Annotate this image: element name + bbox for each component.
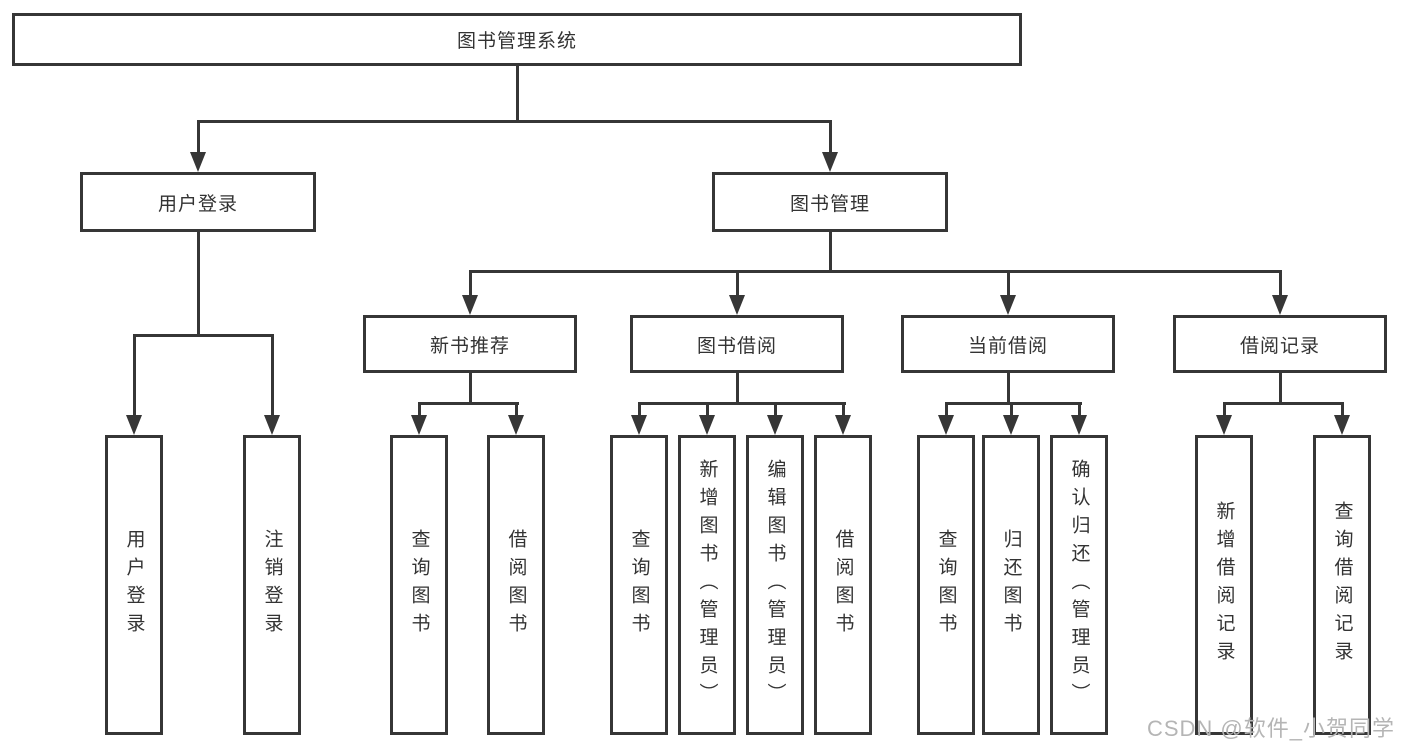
- arrowhead-down-icon: [729, 295, 745, 315]
- connector-line: [1341, 402, 1344, 418]
- node-current-borrow: 当前借阅: [901, 315, 1115, 373]
- leaf-records-query-record: 查询借阅记录: [1313, 435, 1371, 735]
- connector-line: [469, 270, 1282, 273]
- connector-line: [197, 120, 200, 154]
- connector-line: [945, 402, 948, 418]
- node-book-management-label: 图书管理: [789, 193, 870, 215]
- arrowhead-down-icon: [462, 295, 478, 315]
- leaf-current-confirm-return-admin-label: 确认归还（管理员）: [1068, 459, 1090, 711]
- arrowhead-down-icon: [631, 415, 647, 435]
- connector-line: [1078, 402, 1081, 418]
- leaf-recommend-borrow-books: 借阅图书: [487, 435, 545, 735]
- leaf-user-login-label: 用户登录: [123, 529, 145, 641]
- connector-line: [829, 232, 832, 273]
- connector-line: [469, 373, 472, 405]
- leaf-user-login: 用户登录: [105, 435, 163, 735]
- connector-line: [1007, 270, 1010, 298]
- leaf-current-confirm-return-admin: 确认归还（管理员）: [1050, 435, 1108, 735]
- leaf-borrow-query-books-label: 查询图书: [628, 529, 650, 641]
- connector-line: [197, 120, 832, 123]
- connector-line: [1223, 402, 1344, 405]
- leaf-records-query-record-label: 查询借阅记录: [1331, 501, 1353, 669]
- connector-line: [736, 270, 739, 298]
- connector-line: [469, 270, 472, 298]
- connector-line: [774, 402, 777, 418]
- leaf-current-query-books: 查询图书: [917, 435, 975, 735]
- connector-line: [945, 402, 1082, 405]
- connector-line: [133, 334, 136, 418]
- leaf-current-query-books-label: 查询图书: [935, 529, 957, 641]
- connector-line: [638, 402, 846, 405]
- node-borrow-records: 借阅记录: [1173, 315, 1387, 373]
- connector-line: [516, 66, 519, 122]
- arrowhead-down-icon: [1003, 415, 1019, 435]
- node-user-login-label: 用户登录: [157, 193, 238, 215]
- arrowhead-down-icon: [767, 415, 783, 435]
- arrowhead-down-icon: [835, 415, 851, 435]
- leaf-recommend-query-books: 查询图书: [390, 435, 448, 735]
- leaf-records-add-record: 新增借阅记录: [1195, 435, 1253, 735]
- connector-line: [842, 402, 845, 418]
- connector-line: [829, 120, 832, 154]
- connector-line: [515, 402, 518, 418]
- arrowhead-down-icon: [1334, 415, 1350, 435]
- arrowhead-down-icon: [508, 415, 524, 435]
- node-current-borrow-label: 当前借阅: [967, 335, 1048, 357]
- leaf-borrow-borrow-books: 借阅图书: [814, 435, 872, 735]
- connector-line: [418, 402, 421, 418]
- leaf-logout-label: 注销登录: [261, 529, 283, 641]
- csdn-watermark: CSDN @软件_小贺同学: [1146, 716, 1395, 741]
- node-book-borrow: 图书借阅: [630, 315, 844, 373]
- arrowhead-down-icon: [822, 152, 838, 172]
- node-user-login: 用户登录: [80, 172, 316, 232]
- connector-line: [418, 402, 519, 405]
- leaf-borrow-borrow-books-label: 借阅图书: [832, 529, 854, 641]
- connector-line: [1223, 402, 1226, 418]
- connector-line: [1007, 373, 1010, 405]
- node-borrow-records-label: 借阅记录: [1239, 335, 1320, 357]
- arrowhead-down-icon: [1000, 295, 1016, 315]
- connector-line: [197, 232, 200, 337]
- leaf-current-return-books: 归还图书: [982, 435, 1040, 735]
- arrowhead-down-icon: [699, 415, 715, 435]
- arrowhead-down-icon: [126, 415, 142, 435]
- leaf-logout: 注销登录: [243, 435, 301, 735]
- node-root: 图书管理系统: [12, 13, 1022, 66]
- connector-line: [271, 334, 274, 418]
- leaf-borrow-edit-books-admin: 编辑图书（管理员）: [746, 435, 804, 735]
- node-new-book-recommend: 新书推荐: [363, 315, 577, 373]
- arrowhead-down-icon: [938, 415, 954, 435]
- connector-line: [1279, 373, 1282, 405]
- leaf-borrow-query-books: 查询图书: [610, 435, 668, 735]
- leaf-recommend-query-books-label: 查询图书: [408, 529, 430, 641]
- leaf-recommend-borrow-books-label: 借阅图书: [505, 529, 527, 641]
- arrowhead-down-icon: [190, 152, 206, 172]
- node-root-label: 图书管理系统: [456, 31, 577, 52]
- arrowhead-down-icon: [1216, 415, 1232, 435]
- arrowhead-down-icon: [1071, 415, 1087, 435]
- connector-line: [1279, 270, 1282, 298]
- arrowhead-down-icon: [1272, 295, 1288, 315]
- leaf-borrow-add-books-admin: 新增图书（管理员）: [678, 435, 736, 735]
- arrowhead-down-icon: [264, 415, 280, 435]
- connector-line: [1010, 402, 1013, 418]
- node-book-borrow-label: 图书借阅: [696, 335, 777, 357]
- leaf-borrow-edit-books-admin-label: 编辑图书（管理员）: [764, 459, 786, 711]
- node-book-management: 图书管理: [712, 172, 948, 232]
- connector-line: [736, 373, 739, 405]
- node-new-book-recommend-label: 新书推荐: [429, 335, 510, 357]
- leaf-current-return-books-label: 归还图书: [1000, 529, 1022, 641]
- connector-line: [706, 402, 709, 418]
- leaf-records-add-record-label: 新增借阅记录: [1213, 501, 1235, 669]
- leaf-borrow-add-books-admin-label: 新增图书（管理员）: [696, 459, 718, 711]
- arrowhead-down-icon: [411, 415, 427, 435]
- connector-line: [638, 402, 641, 418]
- connector-line: [133, 334, 274, 337]
